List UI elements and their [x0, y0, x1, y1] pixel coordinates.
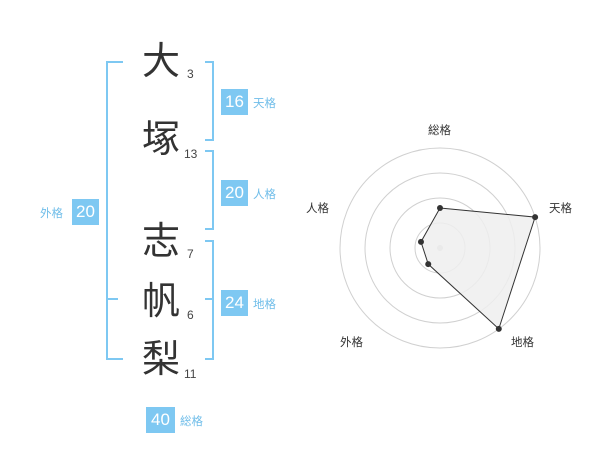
chikaku-value-badge: 24: [221, 290, 248, 316]
chikaku-label: 地格: [253, 297, 276, 311]
name-char-1: 大: [142, 39, 181, 83]
name-char-5: 梨: [142, 337, 181, 381]
soukaku-value-badge: 40: [146, 407, 175, 433]
jinkaku-bracket-bottom: [205, 228, 214, 230]
radar-axis-label-3: 地格: [511, 335, 534, 349]
gaikaku-label: 外格: [40, 206, 63, 220]
chikaku-bracket-top: [205, 240, 214, 242]
jinkaku-value-badge: 20: [221, 180, 248, 206]
soukaku-label: 総格: [180, 414, 203, 428]
tenkaku-bracket-vertical: [212, 61, 214, 141]
radar-axis-label-1: 総格: [428, 123, 451, 137]
radar-area: [420, 207, 536, 330]
radar-point-2: [532, 214, 539, 221]
radar-point-1: [437, 205, 443, 211]
stroke-count-1: 3: [187, 67, 194, 81]
radar-point-3: [495, 325, 502, 332]
outer-bracket-top: [106, 61, 123, 63]
radar-axis-label-4: 外格: [340, 335, 363, 349]
stroke-count-3: 7: [187, 247, 194, 261]
tenkaku-bracket-bottom: [205, 139, 214, 141]
stroke-count-5: 11: [184, 367, 197, 381]
jinkaku-bracket-top: [205, 150, 214, 152]
stroke-count-4: 6: [187, 308, 194, 322]
stroke-count-2: 13: [184, 147, 198, 161]
tenkaku-value-badge: 16: [221, 89, 248, 115]
name-char-3: 志: [142, 219, 181, 263]
outer-bracket-vertical: [106, 61, 108, 360]
chikaku-bracket-vertical: [212, 240, 214, 360]
name-char-2: 塚: [142, 117, 181, 161]
radar-ring: [339, 147, 541, 349]
gaikaku-value-badge: 20: [72, 199, 99, 225]
chikaku-bracket-middle: [205, 298, 214, 300]
radar-axis-label-2: 天格: [549, 201, 572, 215]
radar-axis-label-5: 人格: [306, 201, 329, 215]
outer-bracket-middle: [106, 298, 118, 300]
outer-bracket-bottom: [106, 358, 123, 360]
name-char-4: 帆: [142, 279, 181, 323]
tenkaku-label: 天格: [253, 96, 276, 110]
jinkaku-label: 人格: [253, 187, 276, 201]
chikaku-bracket-bottom: [205, 358, 214, 360]
jinkaku-bracket-vertical: [212, 150, 214, 230]
radar-point-5: [417, 238, 424, 245]
radar-point-4: [425, 261, 432, 268]
tenkaku-bracket-top: [205, 61, 214, 63]
